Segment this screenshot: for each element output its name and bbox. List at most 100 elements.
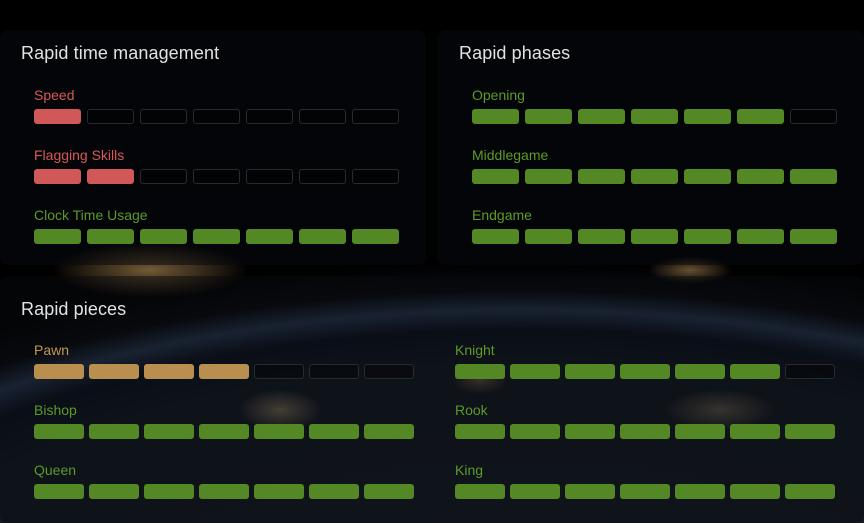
metric-endgame: Endgame — [472, 206, 837, 244]
bar-segment-filled — [510, 484, 560, 499]
bar-segment-filled — [631, 109, 678, 124]
metric-rook: Rook — [455, 401, 835, 439]
bar-segment-filled — [620, 364, 670, 379]
bar-segment-filled — [675, 364, 725, 379]
bar-segment-filled — [675, 484, 725, 499]
panel-title: Rapid phases — [459, 43, 571, 63]
bar-segment-filled — [684, 109, 731, 124]
bar-segment-filled — [140, 229, 187, 244]
bar-segment-filled — [199, 424, 249, 439]
rating-bar — [34, 364, 414, 379]
bar-segment-empty — [352, 109, 399, 124]
bar-segment-filled — [455, 424, 505, 439]
bar-segment-filled — [34, 364, 84, 379]
rating-bar — [455, 484, 835, 499]
bar-segment-filled — [34, 424, 84, 439]
bar-segment-empty — [140, 169, 187, 184]
bar-segment-filled — [730, 364, 780, 379]
bar-segment-filled — [525, 229, 572, 244]
metric-label: Speed — [34, 87, 75, 103]
bar-segment-filled — [199, 484, 249, 499]
bar-segment-filled — [34, 484, 84, 499]
bar-segment-filled — [472, 109, 519, 124]
bar-segment-filled — [730, 484, 780, 499]
bar-segment-empty — [246, 169, 293, 184]
rating-bar — [455, 364, 835, 379]
bar-segment-filled — [684, 169, 731, 184]
metric-middlegame: Middlegame — [472, 146, 837, 184]
bar-segment-filled — [34, 169, 81, 184]
bar-segment-filled — [89, 364, 139, 379]
bar-segment-filled — [578, 229, 625, 244]
bar-segment-filled — [144, 424, 194, 439]
metric-label: Clock Time Usage — [34, 207, 148, 223]
pieces-panel: Rapid pieces Pawn Bishop Queen Knight Ro… — [0, 276, 864, 523]
metric-speed: Speed — [34, 86, 399, 124]
bar-segment-empty — [193, 109, 240, 124]
bar-segment-filled — [144, 484, 194, 499]
bar-segment-filled — [309, 484, 359, 499]
bar-segment-filled — [199, 364, 249, 379]
bar-segment-filled — [364, 424, 414, 439]
bar-segment-filled — [737, 169, 784, 184]
bar-segment-filled — [631, 229, 678, 244]
bar-segment-filled — [620, 424, 670, 439]
metric-queen: Queen — [34, 461, 414, 499]
bar-segment-filled — [254, 484, 304, 499]
bar-segment-filled — [89, 424, 139, 439]
bar-segment-empty — [309, 364, 359, 379]
bar-segment-filled — [785, 484, 835, 499]
rating-bar — [472, 109, 837, 124]
metric-label: Queen — [34, 462, 77, 478]
metric-knight: Knight — [455, 341, 835, 379]
bar-segment-filled — [87, 229, 134, 244]
bar-segment-filled — [89, 484, 139, 499]
rating-bar — [34, 229, 399, 244]
bar-segment-empty — [352, 169, 399, 184]
bar-segment-filled — [34, 229, 81, 244]
panel-title: Rapid time management — [21, 43, 220, 63]
metric-label: Opening — [472, 87, 525, 103]
bar-segment-empty — [790, 109, 837, 124]
metric-label: Middlegame — [472, 147, 549, 163]
bar-segment-filled — [631, 169, 678, 184]
bar-segment-filled — [455, 484, 505, 499]
metric-label: King — [455, 462, 484, 478]
bar-segment-empty — [87, 109, 134, 124]
bar-segment-filled — [144, 364, 194, 379]
bar-segment-filled — [455, 364, 505, 379]
metric-flagging-skills: Flagging Skills — [34, 146, 399, 184]
bar-segment-filled — [565, 484, 615, 499]
bar-segment-filled — [565, 364, 615, 379]
metric-label: Pawn — [34, 342, 70, 358]
bar-segment-empty — [299, 109, 346, 124]
metric-bishop: Bishop — [34, 401, 414, 439]
bar-segment-filled — [254, 424, 304, 439]
metric-label: Rook — [455, 402, 488, 418]
metric-clock-time-usage: Clock Time Usage — [34, 206, 399, 244]
time-management-panel: Rapid time management Speed Flagging Ski… — [0, 30, 426, 265]
phases-panel: Rapid phases Opening Middlegame Endgame — [437, 30, 864, 265]
metric-opening: Opening — [472, 86, 837, 124]
bar-segment-filled — [578, 169, 625, 184]
bar-segment-filled — [34, 109, 81, 124]
bar-segment-filled — [675, 424, 725, 439]
bar-segment-filled — [737, 109, 784, 124]
bar-segment-filled — [193, 229, 240, 244]
bar-segment-filled — [472, 169, 519, 184]
bar-segment-empty — [785, 364, 835, 379]
bar-segment-filled — [737, 229, 784, 244]
bar-segment-filled — [790, 229, 837, 244]
metric-label: Bishop — [34, 402, 77, 418]
metric-label: Endgame — [472, 207, 532, 223]
bar-segment-filled — [246, 229, 293, 244]
rating-bar — [472, 229, 837, 244]
metric-pawn: Pawn — [34, 341, 414, 379]
bar-segment-empty — [193, 169, 240, 184]
bar-segment-empty — [254, 364, 304, 379]
bar-segment-filled — [684, 229, 731, 244]
metric-label: Flagging Skills — [34, 147, 125, 163]
bar-segment-filled — [87, 169, 134, 184]
bar-segment-empty — [140, 109, 187, 124]
bar-segment-filled — [364, 484, 414, 499]
